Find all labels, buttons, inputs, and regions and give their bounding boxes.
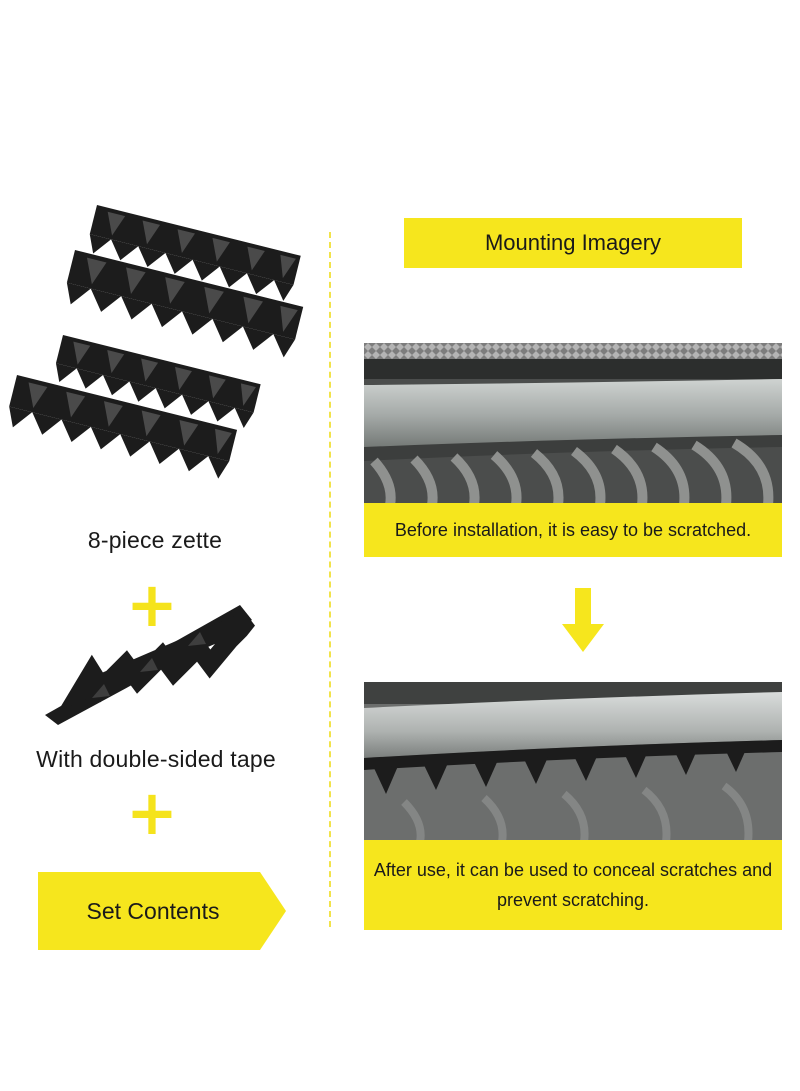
- strips-label: 8-piece zette: [87, 527, 223, 553]
- down-arrow-icon: [562, 588, 604, 652]
- column-divider: [329, 232, 331, 927]
- after-use-photo: [364, 682, 782, 842]
- before-installation-photo: [364, 343, 782, 505]
- tape-label: With double-sided tape: [36, 746, 276, 772]
- before-installation-caption: Before installation, it is easy to be sc…: [364, 503, 782, 557]
- grille-strips-image: [5, 205, 304, 481]
- plus-icon: +: [126, 568, 178, 641]
- set-contents-label: Set Contents: [86, 897, 220, 924]
- plus-icon: +: [126, 776, 178, 849]
- mounting-imagery-title: Mounting Imagery: [404, 218, 742, 268]
- set-contents-banner: [38, 872, 286, 950]
- tape-strip-image: [45, 605, 255, 725]
- after-use-caption: After use, it can be used to conceal scr…: [364, 840, 782, 930]
